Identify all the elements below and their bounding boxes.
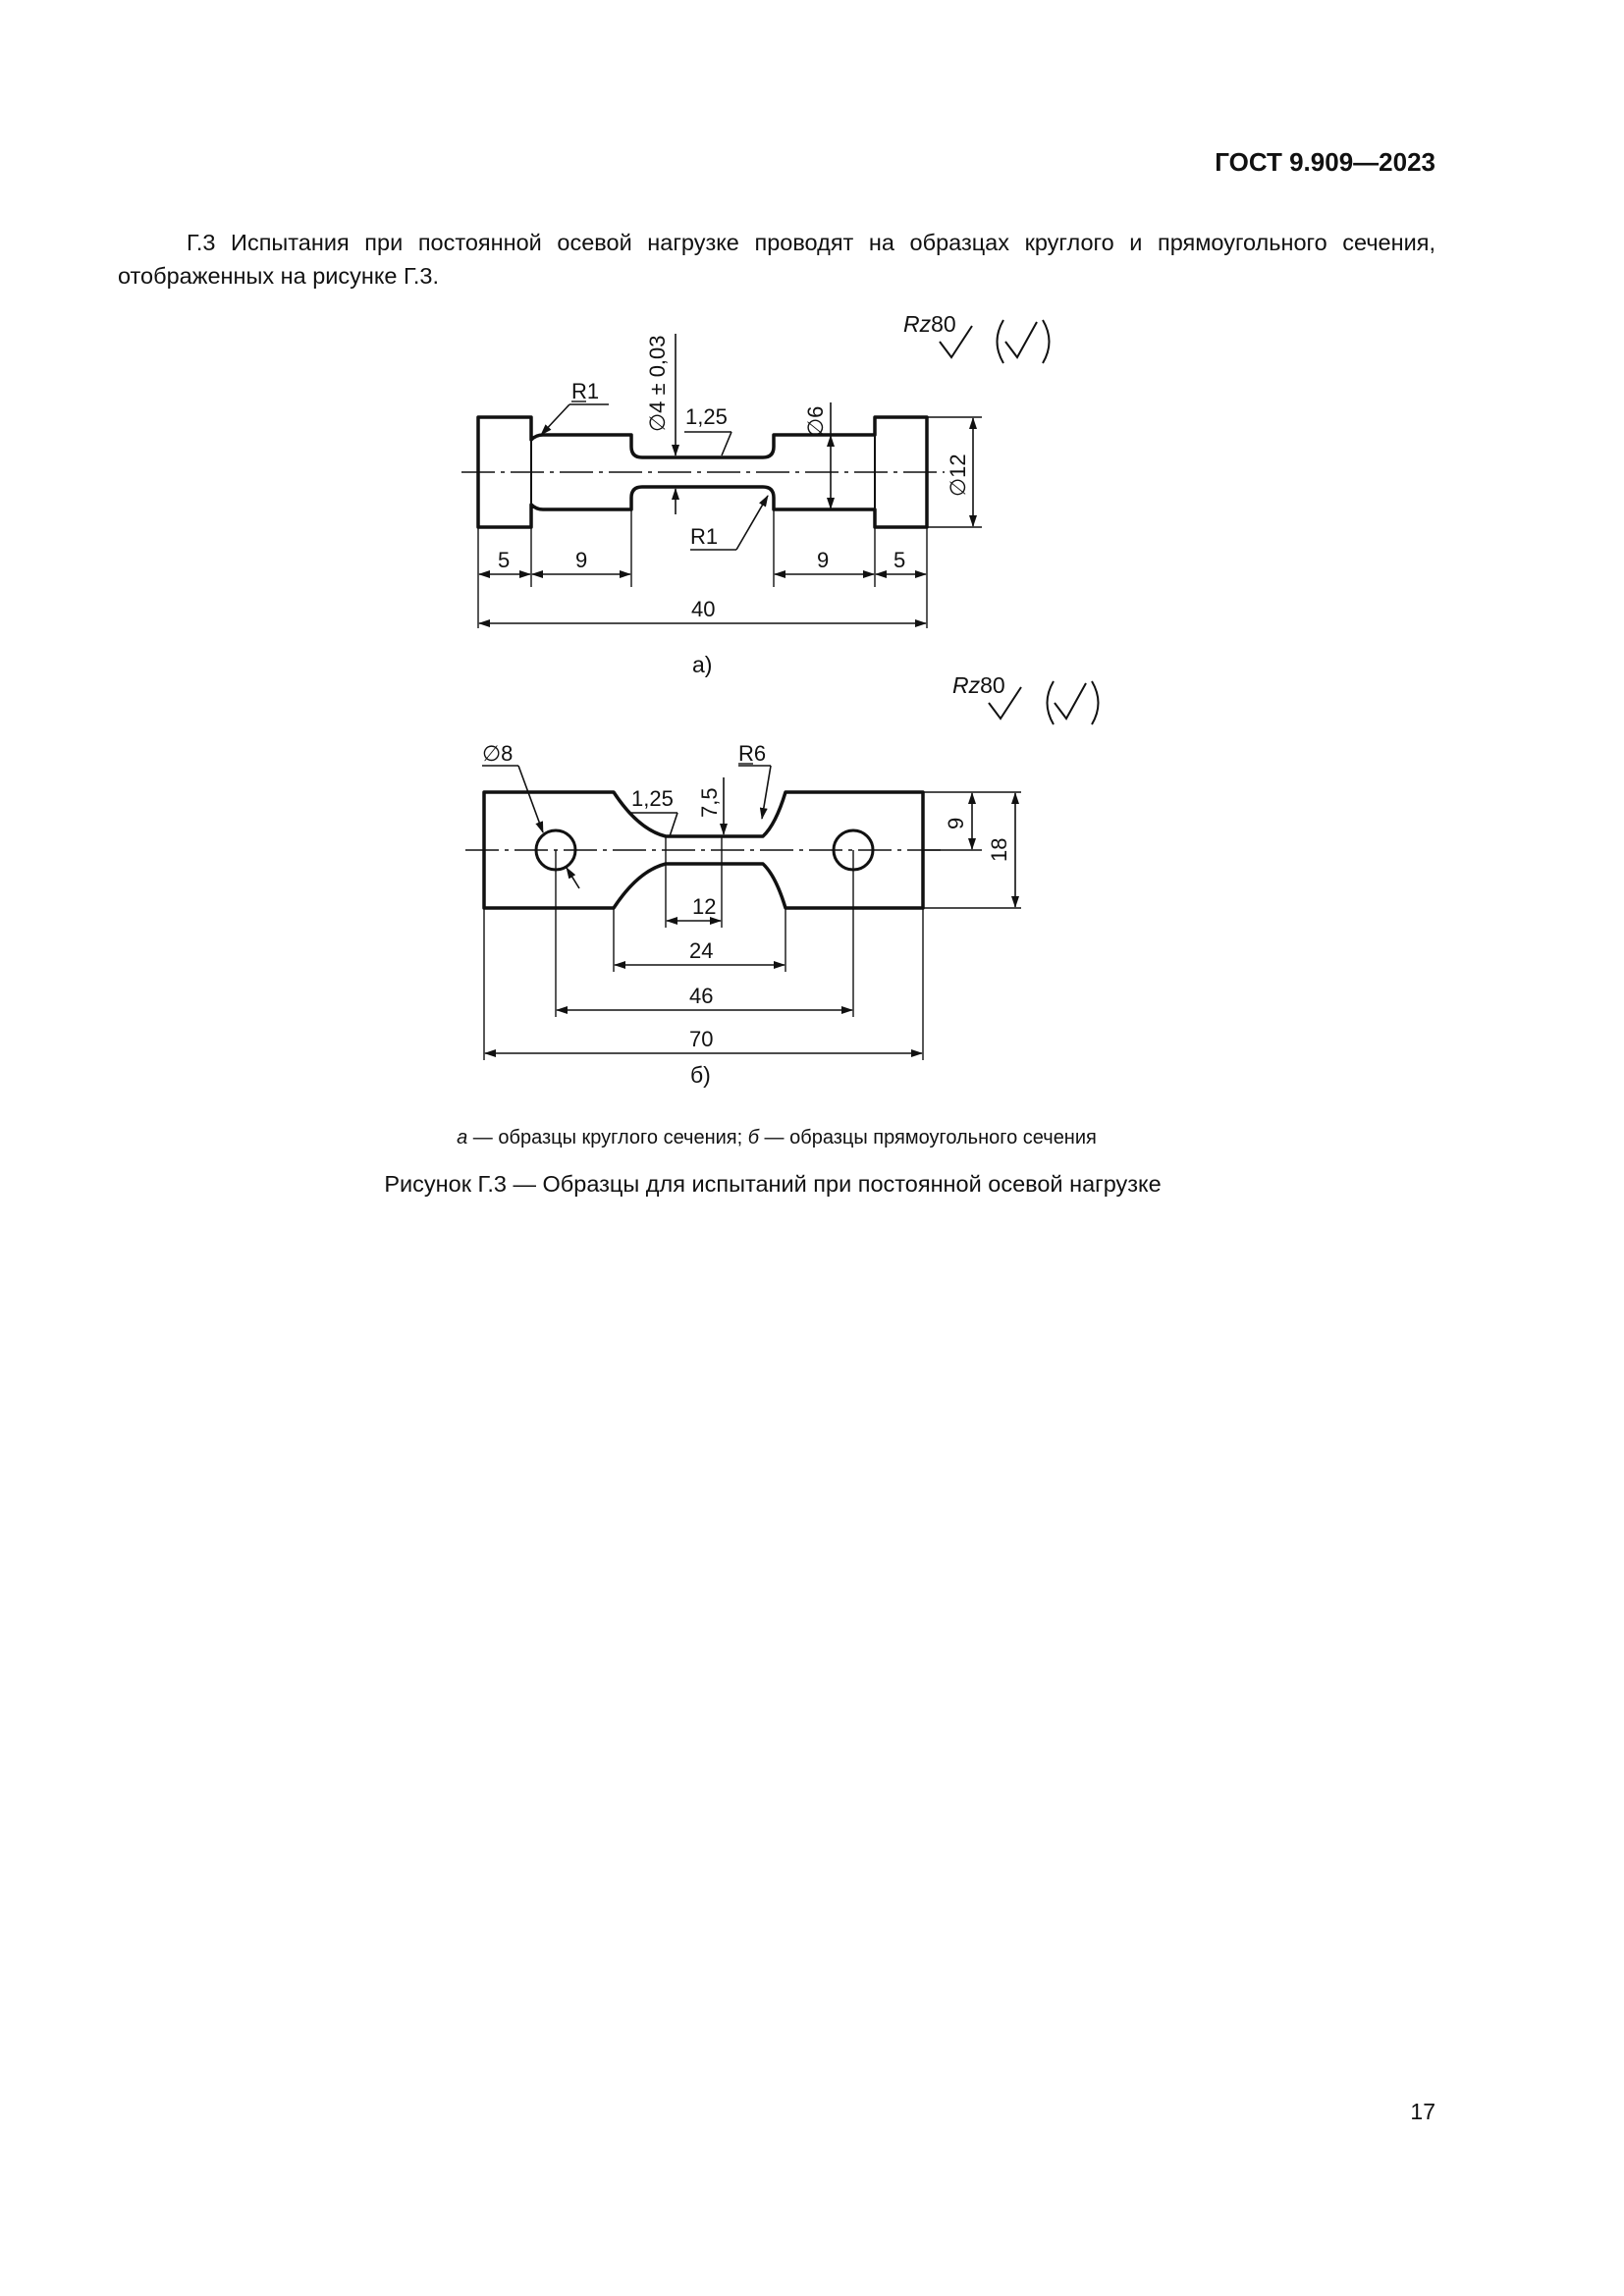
page-number: 17 (1410, 2099, 1435, 2124)
dim-9-right: 9 (817, 548, 829, 572)
figure-caption: Рисунок Г.3 — Образцы для испытаний при … (384, 1171, 1162, 1197)
figure-b-label: б) (690, 1062, 711, 1088)
dim-70: 70 (689, 1027, 713, 1051)
roughness-local-a: 1,25 (685, 404, 728, 429)
roughness-symbol-b: Rz80 (952, 672, 1005, 698)
dim-5-left: 5 (498, 548, 510, 572)
radius-label-bottom: R1 (690, 524, 718, 549)
roughness-symbol-a: Rz80 (903, 311, 956, 337)
dim-full-height: 18 (987, 838, 1011, 862)
legend-b-letter: б (747, 1127, 759, 1148)
radius-label-b: R6 (738, 741, 766, 766)
body-paragraph: Г.3 Испытания при постоянной осевой нагр… (118, 230, 1435, 289)
specimen-rect-drawing (465, 680, 1100, 1060)
figure-a-label: а) (692, 652, 712, 677)
figure-legend: а — образцы круглого сечения; б — образц… (0, 1127, 1589, 1149)
legend-a-letter: а (457, 1127, 468, 1148)
dim-9-left: 9 (575, 548, 587, 572)
dim-5-right: 5 (893, 548, 905, 572)
dim-46: 46 (689, 984, 713, 1008)
dim-12: 12 (692, 894, 716, 919)
specimen-round-drawing (461, 319, 1051, 628)
roughness-local-b: 1,25 (631, 786, 674, 811)
diameter-neck-label: ∅4 ± 0,03 (645, 335, 670, 432)
dim-half-height: 9 (944, 818, 968, 829)
legend-b-text: — образцы прямоугольного сечения (759, 1127, 1097, 1148)
hole-diameter-label: ∅8 (482, 741, 513, 766)
dim-total-40: 40 (691, 597, 715, 621)
figure-g3: Rz80 R1 R1 1,25 ∅4 ± 0,03 ∅6 ∅12 5 9 9 5… (461, 311, 1100, 1088)
standard-number: ГОСТ 9.909—2023 (1215, 147, 1435, 177)
diameter-head-label: ∅12 (946, 454, 970, 497)
legend-a-text: — образцы круглого сечения; (467, 1127, 748, 1148)
diameter-mid-label: ∅6 (803, 406, 828, 437)
radius-label-top: R1 (571, 379, 599, 403)
dim-neck-height: 7,5 (697, 787, 722, 818)
dim-24: 24 (689, 938, 713, 963)
